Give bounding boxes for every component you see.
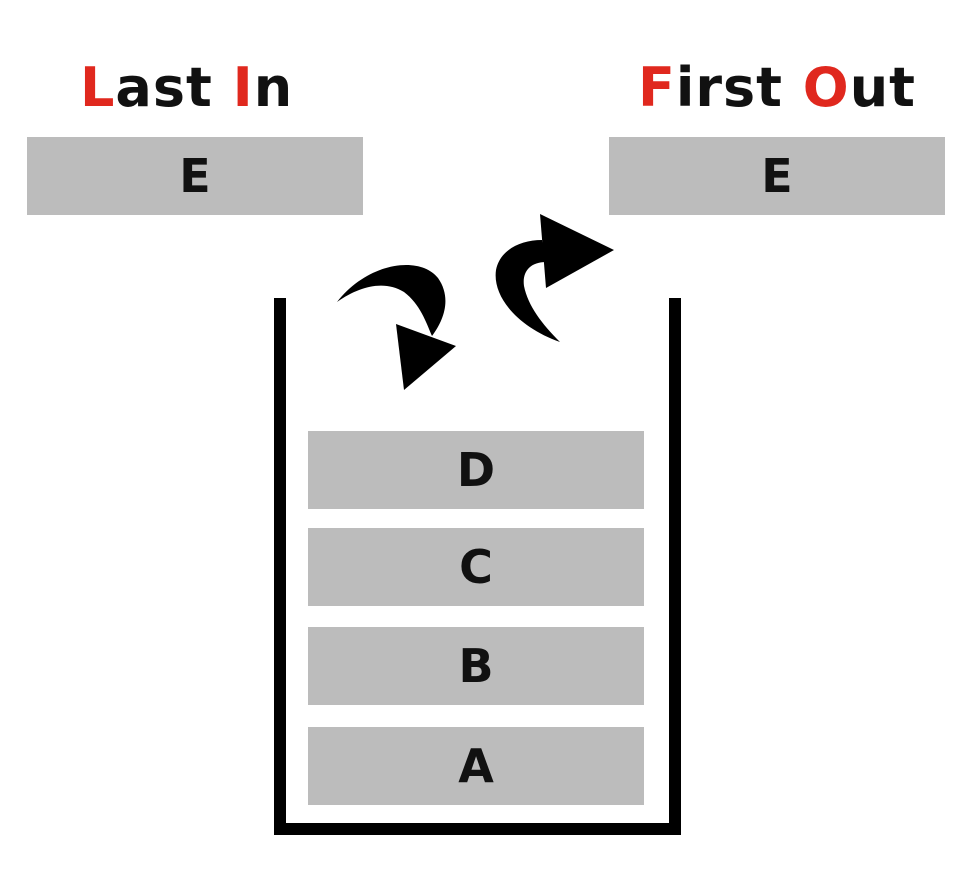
last-in-accent-l: L <box>80 56 116 119</box>
first-out-text-ut: ut <box>849 56 916 119</box>
pop-arrow-icon <box>495 214 614 342</box>
first-out-label: First Out <box>638 58 916 118</box>
stack-item-a: A <box>308 727 644 805</box>
outgoing-block-e: E <box>609 137 945 215</box>
last-in-text-n: n <box>253 56 294 119</box>
last-in-accent-i: I <box>232 56 254 119</box>
stack-item-c: C <box>308 528 644 606</box>
last-in-label: Last In <box>80 58 293 118</box>
last-in-text-ast: ast <box>115 56 233 119</box>
first-out-accent-f: F <box>638 56 676 119</box>
stack-item-d: D <box>308 431 644 509</box>
first-out-text-irst: irst <box>675 56 803 119</box>
incoming-block-e: E <box>27 137 363 215</box>
push-arrow-icon <box>337 264 456 390</box>
first-out-accent-o: O <box>802 56 850 119</box>
stack-container <box>274 298 681 835</box>
stack-item-b: B <box>308 627 644 705</box>
